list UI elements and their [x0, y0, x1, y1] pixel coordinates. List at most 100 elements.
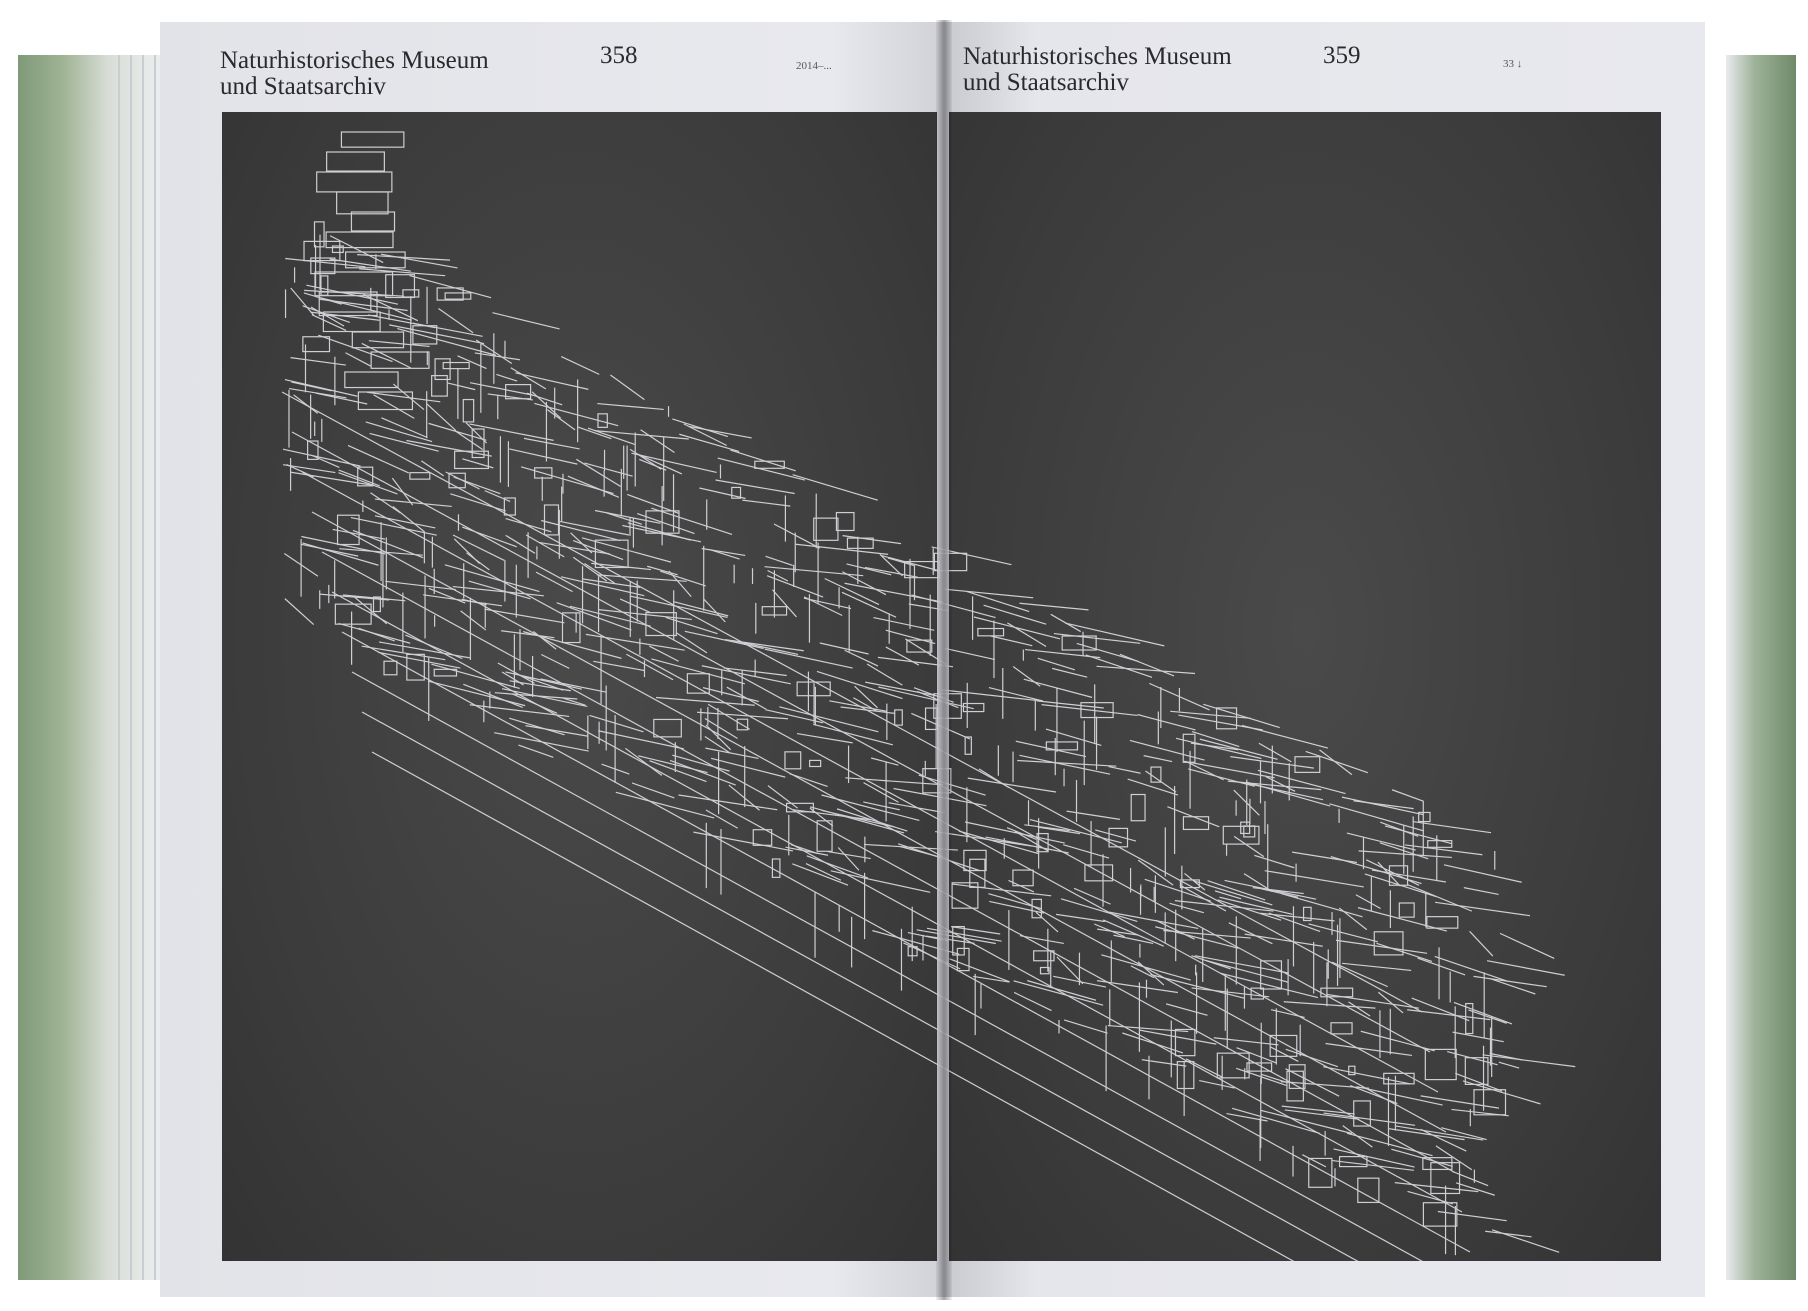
drawing-line: [905, 638, 947, 665]
drawing-line: [1053, 975, 1107, 988]
drawing-line: [293, 394, 319, 414]
drawing-line: [1129, 739, 1205, 761]
drawing-line: [319, 593, 390, 601]
drawing-line: [453, 476, 501, 495]
drawing-line: [1346, 832, 1416, 851]
drawing-line: [1302, 906, 1312, 922]
drawing-line: [347, 444, 409, 474]
drawing-line: [1191, 987, 1270, 998]
drawing-line: [1284, 1109, 1360, 1120]
drawing-line: [637, 513, 695, 535]
drawing-line: [649, 645, 679, 662]
drawing-line: [967, 777, 1057, 793]
drawing-line: [1335, 939, 1428, 954]
drawing-line: [1469, 930, 1494, 957]
drawing-line: [282, 448, 361, 467]
drawing-line: [1107, 1024, 1189, 1033]
drawing-line: [705, 809, 739, 829]
drawing-line: [497, 662, 535, 684]
drawing-line: [1113, 934, 1154, 945]
drawing-line: [1108, 911, 1199, 930]
drawing-line: [1233, 835, 1265, 858]
drawing-line: [509, 717, 565, 736]
drawing-line: [1012, 869, 1034, 887]
drawing-line: [1096, 980, 1178, 994]
drawing-line: [649, 760, 707, 783]
drawing-line: [1167, 806, 1220, 828]
drawing-line: [594, 539, 629, 569]
drawing-line: [1203, 703, 1280, 729]
drawing-line: [1108, 765, 1141, 774]
drawing-line: [701, 547, 746, 557]
drawing-line: [1437, 1210, 1507, 1222]
drawing-line: [591, 562, 651, 571]
drawing-line: [1024, 824, 1070, 832]
drawing-line: [422, 594, 503, 607]
drawing-line: [723, 667, 787, 677]
drawing-line: [1411, 997, 1470, 1022]
drawing-line: [426, 403, 457, 432]
drawing-line: [598, 609, 692, 621]
drawing-line: [1246, 1062, 1273, 1072]
drawing-line: [835, 511, 855, 532]
drawing-line: [1420, 1128, 1467, 1152]
drawing-line: [392, 383, 425, 411]
drawing-line: [1199, 1079, 1235, 1089]
drawing-line: [1455, 1182, 1495, 1196]
drawing-line: [1384, 825, 1453, 845]
drawing-line: [468, 580, 531, 600]
drawing-line: [679, 433, 740, 453]
drawing-line: [844, 582, 944, 603]
drawing-line: [303, 240, 341, 262]
drawing-line: [1102, 919, 1164, 947]
drawing-line: [1060, 898, 1138, 923]
drawing-line: [336, 191, 389, 215]
drawing-line: [1188, 768, 1255, 787]
drawing-line: [1473, 975, 1547, 988]
drawing-line: [572, 556, 608, 582]
drawing-line: [951, 883, 1052, 897]
drawing-line: [1085, 654, 1153, 678]
drawing-line: [1447, 1050, 1498, 1066]
drawing-line: [523, 437, 580, 450]
drawing-line: [329, 258, 411, 272]
drawing-line: [639, 458, 667, 471]
drawing-line: [543, 504, 560, 536]
drawing-line: [1412, 820, 1492, 834]
drawing-line: [436, 287, 464, 301]
drawing-line: [1434, 955, 1508, 982]
running-title-line: und Staatsarchiv: [220, 73, 386, 100]
drawing-line: [911, 712, 971, 740]
drawing-line: [1127, 778, 1179, 796]
drawing-line: [904, 560, 940, 579]
drawing-line: [1174, 900, 1274, 912]
drawing-line: [484, 608, 565, 624]
drawing-line: [1332, 1159, 1414, 1171]
drawing-line: [893, 787, 987, 807]
drawing-line: [1062, 844, 1110, 859]
drawing-line: [1377, 991, 1404, 1014]
drawing-line: [872, 930, 960, 955]
drawing-line: [546, 409, 576, 431]
drawing-line: [1199, 738, 1278, 760]
drawing-line: [631, 452, 717, 474]
drawing-line: [796, 681, 831, 697]
drawing-line: [1269, 1034, 1298, 1057]
drawing-line: [1045, 728, 1102, 747]
drawing-line: [1342, 962, 1412, 972]
drawing-line: [645, 612, 677, 637]
drawing-line: [469, 704, 570, 718]
drawing-line: [454, 450, 489, 470]
drawing-line: [949, 958, 1010, 983]
drawing-line: [525, 534, 565, 558]
drawing-line: [1264, 870, 1364, 888]
drawing-line: [1066, 810, 1121, 820]
drawing-line: [1214, 890, 1242, 900]
drawing-line: [1285, 1068, 1340, 1097]
drawing-line: [1260, 960, 1283, 990]
drawing-line: [1185, 760, 1224, 781]
drawing-line: [879, 553, 903, 577]
drawing-line: [1395, 1125, 1484, 1141]
drawing-line: [1482, 1054, 1576, 1068]
drawing-line: [1348, 1065, 1356, 1076]
